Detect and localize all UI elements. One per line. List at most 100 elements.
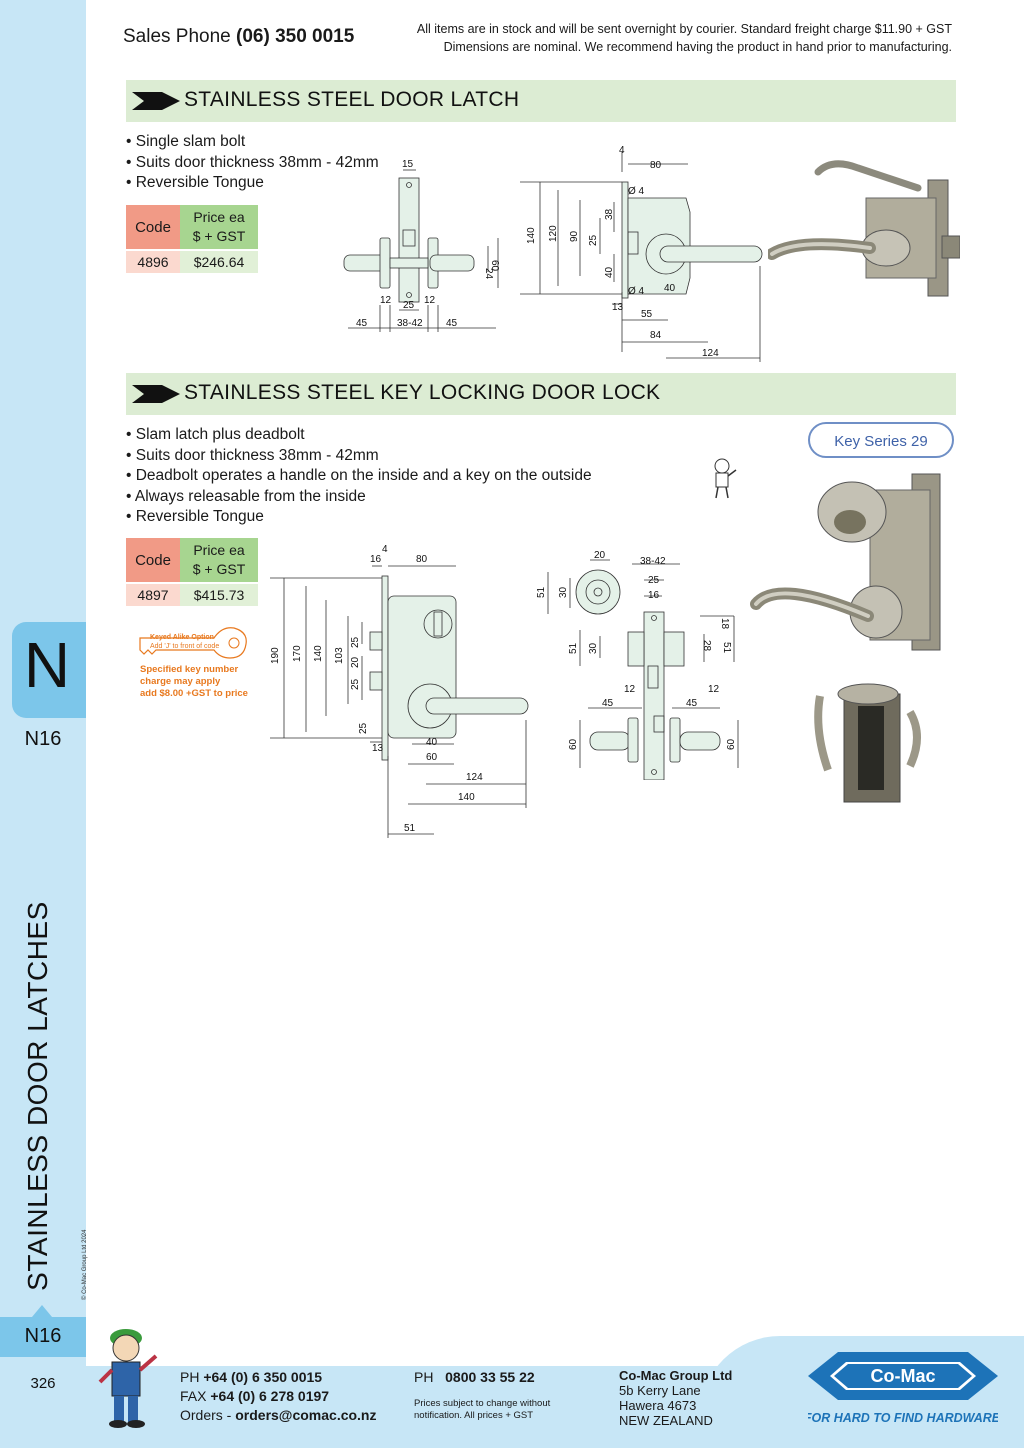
dim-38: 38 (604, 208, 615, 220)
dim-25: 25 (350, 636, 361, 648)
dim-12: 12 (708, 684, 720, 695)
dim-60: 60 (726, 738, 737, 750)
dim-84: 84 (650, 330, 662, 341)
note-line: notification. All prices + GST (414, 1410, 534, 1421)
page-number: 326 (30, 1375, 56, 1392)
page-tab (0, 1317, 86, 1357)
arrow-icon (132, 385, 180, 403)
dim-12: 12 (424, 295, 436, 306)
footer-freephone: PH 0800 33 55 22 (414, 1368, 535, 1387)
dim-28: 28 (701, 640, 712, 652)
dim-51: 51 (536, 586, 547, 598)
dim-24: 24 (483, 268, 494, 280)
dim-55: 55 (641, 309, 653, 320)
address-line: Hawera 4673 (619, 1398, 697, 1413)
price-header-line: Price ea (193, 542, 245, 558)
section-header-lock: STAINLESS STEEL KEY LOCKING DOOR LOCK (126, 373, 956, 415)
latch-product-photo (768, 160, 960, 297)
list-item: Suits door thickness 38mm - 42mm (126, 446, 592, 467)
freephone-number[interactable]: 0800 33 55 22 (445, 1369, 535, 1385)
page-tab-label: N16 (24, 1325, 62, 1347)
dim-51: 51 (721, 642, 732, 654)
list-item: Always releasable from the inside (126, 487, 592, 508)
list-item: Deadbolt operates a handle on the inside… (126, 466, 592, 487)
logo-tagline: FOR HARD TO FIND HARDWARE (808, 1411, 998, 1425)
dim-25: 25 (403, 300, 415, 311)
dim-51: 51 (404, 823, 416, 834)
copyright: © Co-Mac Group Ltd 2024 (82, 1229, 88, 1300)
address-line: 5b Kerry Lane (619, 1383, 701, 1398)
dim-140: 140 (458, 792, 475, 803)
price-header: Price ea $ + GST (180, 538, 258, 582)
page-tab-notch (32, 1305, 52, 1317)
lock-front-drawing: 20 38-42 25 16 51 30 51 30 18 28 51 12 4… (536, 550, 739, 780)
dim-4: 4 (382, 544, 388, 555)
latch-side-drawing: 4 80 Ø 4 140 120 90 38 25 40 Ø 4 40 13 5… (520, 145, 763, 362)
product-price: $246.64 (180, 251, 258, 273)
dim-103: 103 (334, 647, 345, 664)
note-line: Prices subject to change without (414, 1398, 551, 1409)
list-item: Suits door thickness 38mm - 42mm (126, 153, 379, 174)
dim-12: 12 (624, 684, 636, 695)
latch-feature-list: Single slam bolt Suits door thickness 38… (126, 132, 379, 194)
dim-25: 25 (358, 722, 369, 734)
dim-20: 20 (350, 656, 361, 668)
product-code[interactable]: 4897 (126, 584, 180, 606)
lock-product-photo (750, 473, 941, 803)
dim-30: 30 (588, 642, 599, 654)
key-icon: Keyed Alike Option Add 'J' to front of c… (139, 627, 247, 659)
product-price: $415.73 (180, 584, 258, 606)
dim-45: 45 (356, 318, 368, 329)
section-page-label: N16 (24, 728, 62, 750)
orders-email[interactable]: orders@comac.co.nz (235, 1407, 377, 1423)
dim-120: 120 (548, 225, 559, 242)
dim-30: 30 (558, 586, 569, 598)
dim-45: 45 (686, 698, 698, 709)
section-header-latch: STAINLESS STEEL DOOR LATCH (126, 80, 956, 122)
dim-25: 25 (648, 575, 660, 586)
dim-38-42: 38-42 (397, 318, 423, 329)
dim-13: 13 (612, 302, 624, 313)
dim-25: 25 (588, 234, 599, 246)
arrow-icon (132, 92, 180, 110)
key-series-badge[interactable]: Key Series 29 (808, 422, 954, 458)
code-header: Code (126, 205, 180, 249)
product-code[interactable]: 4896 (126, 251, 180, 273)
price-header-line: $ + GST (192, 228, 246, 244)
section-title: STAINLESS STEEL DOOR LATCH (184, 88, 520, 111)
mascot-small-icon (714, 458, 737, 499)
dim-20: 20 (594, 550, 606, 561)
fax-label: FAX (180, 1388, 207, 1404)
mascot-icon (98, 1329, 158, 1428)
dim-25: 25 (350, 678, 361, 690)
list-item: Reversible Tongue (126, 507, 592, 528)
company-name: Co-Mac Group Ltd (619, 1368, 733, 1383)
sales-phone-number[interactable]: (06) 350 0015 (236, 26, 355, 47)
dim-124: 124 (702, 348, 719, 359)
sales-phone-label: Sales Phone (123, 26, 231, 47)
section-tab[interactable] (12, 622, 86, 718)
comac-logo[interactable]: Co-Mac FOR HARD TO FIND HARDWARE (808, 1344, 998, 1436)
orders-label: Orders - (180, 1407, 232, 1423)
ph-label: PH (180, 1369, 200, 1385)
phone-number[interactable]: +64 (0) 6 350 0015 (203, 1369, 323, 1385)
dim-phi4: Ø 4 (628, 186, 645, 197)
dim-140: 140 (313, 645, 324, 662)
dim-45: 45 (602, 698, 614, 709)
footer-contacts: PH +64 (0) 6 350 0015 FAX +64 (0) 6 278 … (180, 1368, 377, 1425)
header-note-line: All items are in stock and will be sent … (416, 22, 952, 36)
dim-40: 40 (604, 266, 615, 278)
lock-side-drawing: 16 4 80 190 170 140 103 25 20 25 25 13 4… (270, 544, 529, 838)
section-title: STAINLESS STEEL KEY LOCKING DOOR LOCK (184, 381, 661, 404)
keyed-alike-note: Specified key number charge may apply ad… (140, 664, 248, 700)
header-note-line: Dimensions are nominal. We recommend hav… (443, 40, 952, 54)
latch-front-drawing: 15 24 60 12 25 12 45 38-42 45 (343, 159, 500, 332)
fax-number: +64 (0) 6 278 0197 (210, 1388, 330, 1404)
note-line: add $8.00 +GST to price (140, 688, 248, 699)
dim-12: 12 (380, 295, 392, 306)
dim-60: 60 (489, 260, 500, 272)
dim-15: 15 (402, 159, 414, 170)
company-address: Co-Mac Group Ltd 5b Kerry Lane Hawera 46… (619, 1368, 732, 1428)
dim-90: 90 (569, 230, 580, 242)
ph-label: PH (414, 1369, 434, 1385)
